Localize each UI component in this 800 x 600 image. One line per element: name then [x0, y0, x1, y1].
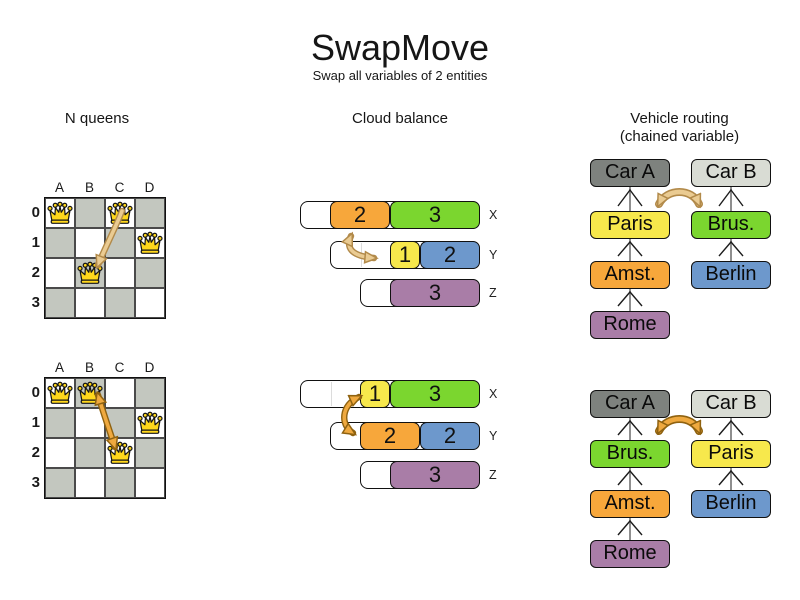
queen-icon	[137, 231, 163, 254]
board-row-label: 3	[31, 294, 40, 311]
board-row-label: 1	[31, 234, 40, 251]
cloud-process-block: 3	[390, 380, 480, 408]
board-cell	[45, 468, 75, 498]
cloud-row-label: X	[489, 208, 498, 222]
board-col-label: D	[144, 180, 156, 195]
swap-arrow-vehicle-after	[655, 415, 703, 431]
cloud-process-block: 2	[420, 241, 480, 269]
chain-link-arrow	[617, 518, 643, 540]
chain-link-arrow	[718, 187, 744, 211]
board-row-label: 3	[31, 474, 40, 491]
board-cell	[135, 438, 165, 468]
cloud-process-block: 3	[390, 461, 480, 489]
diagram-title: SwapMove	[310, 27, 490, 68]
board-cell	[45, 288, 75, 318]
queen-icon	[77, 261, 103, 284]
chain-box-after-car-a: Car A	[590, 390, 670, 418]
chessboard-frame	[44, 377, 166, 499]
cloud-process-block: 2	[420, 422, 480, 450]
board-cell	[45, 258, 75, 288]
swap-arrow-vehicle-before	[655, 188, 703, 204]
board-col-label: C	[114, 180, 126, 195]
chain-link-arrow	[718, 418, 744, 440]
cloud-row-label: X	[489, 387, 498, 401]
vehicle-title-line1: Vehicle routing	[630, 110, 729, 127]
cloud-row-label: Z	[489, 468, 497, 482]
panel-title-cloud: Cloud balance	[352, 110, 448, 127]
board-cell	[135, 258, 165, 288]
board-cell	[45, 438, 75, 468]
cloud-process-block: 2	[360, 422, 420, 450]
queen-icon	[77, 381, 103, 404]
board-cell	[135, 198, 165, 228]
queen-icon	[47, 201, 73, 224]
chain-link-arrow	[718, 468, 744, 490]
board-col-label: D	[144, 360, 156, 375]
queen-icon	[47, 381, 73, 404]
board-col-label: A	[54, 360, 65, 375]
diagram-subtitle: Swap all variables of 2 entities	[312, 68, 488, 83]
chain-box-before-brus: Brus.	[691, 211, 771, 239]
chain-box-after-paris: Paris	[691, 440, 771, 468]
capacity-tick	[331, 382, 332, 406]
chain-box-after-car-b: Car B	[691, 390, 771, 418]
board-cell	[45, 228, 75, 258]
cloud-row-label: Z	[489, 286, 497, 300]
cloud-process-block: 2	[330, 201, 390, 229]
chain-box-before-rome: Rome	[590, 311, 670, 339]
chain-box-after-rome: Rome	[590, 540, 670, 568]
chain-link-arrow	[617, 418, 643, 440]
board-cell	[135, 468, 165, 498]
panel-title-nqueens: N queens	[64, 110, 130, 127]
board-cell	[105, 288, 135, 318]
cloud-process-block: 3	[390, 201, 480, 229]
chain-box-before-car-a: Car A	[590, 159, 670, 187]
board-col-label: B	[84, 180, 95, 195]
cloud-process-block: 3	[390, 279, 480, 307]
board-cell	[45, 408, 75, 438]
chain-link-arrow	[617, 187, 643, 211]
chain-link-arrow	[617, 468, 643, 490]
queen-icon	[137, 411, 163, 434]
board-cell	[105, 468, 135, 498]
vehicle-title-line2: (chained variable)	[619, 128, 740, 145]
chain-box-after-brus: Brus.	[590, 440, 670, 468]
chain-box-before-amst: Amst.	[590, 261, 670, 289]
board-cell	[135, 378, 165, 408]
board-row-label: 2	[31, 264, 40, 281]
board-col-label: B	[84, 360, 95, 375]
capacity-tick	[361, 243, 362, 267]
board-row-label: 0	[31, 384, 40, 401]
cloud-process-block: 1	[390, 241, 420, 269]
cloud-row-label: Y	[489, 248, 498, 262]
board-cell	[75, 288, 105, 318]
cloud-process-block: 1	[360, 380, 390, 408]
board-cell	[135, 288, 165, 318]
chessboard-frame	[44, 197, 166, 319]
chain-box-after-berlin: Berlin	[691, 490, 771, 518]
chain-box-before-paris: Paris	[590, 211, 670, 239]
chain-link-arrow	[617, 289, 643, 311]
chain-link-arrow	[718, 239, 744, 261]
panel-title-vehicle: Vehicle routing (chained variable)	[597, 110, 762, 146]
queen-icon	[107, 441, 133, 464]
board-cell	[75, 468, 105, 498]
chain-box-after-amst: Amst.	[590, 490, 670, 518]
board-col-label: A	[54, 180, 65, 195]
board-row-label: 0	[31, 204, 40, 221]
chain-box-before-car-b: Car B	[691, 159, 771, 187]
board-col-label: C	[114, 360, 126, 375]
queen-icon	[107, 201, 133, 224]
board-row-label: 2	[31, 444, 40, 461]
cloud-row-label: Y	[489, 429, 498, 443]
chain-link-arrow	[617, 239, 643, 261]
chain-box-before-berlin: Berlin	[691, 261, 771, 289]
board-row-label: 1	[31, 414, 40, 431]
